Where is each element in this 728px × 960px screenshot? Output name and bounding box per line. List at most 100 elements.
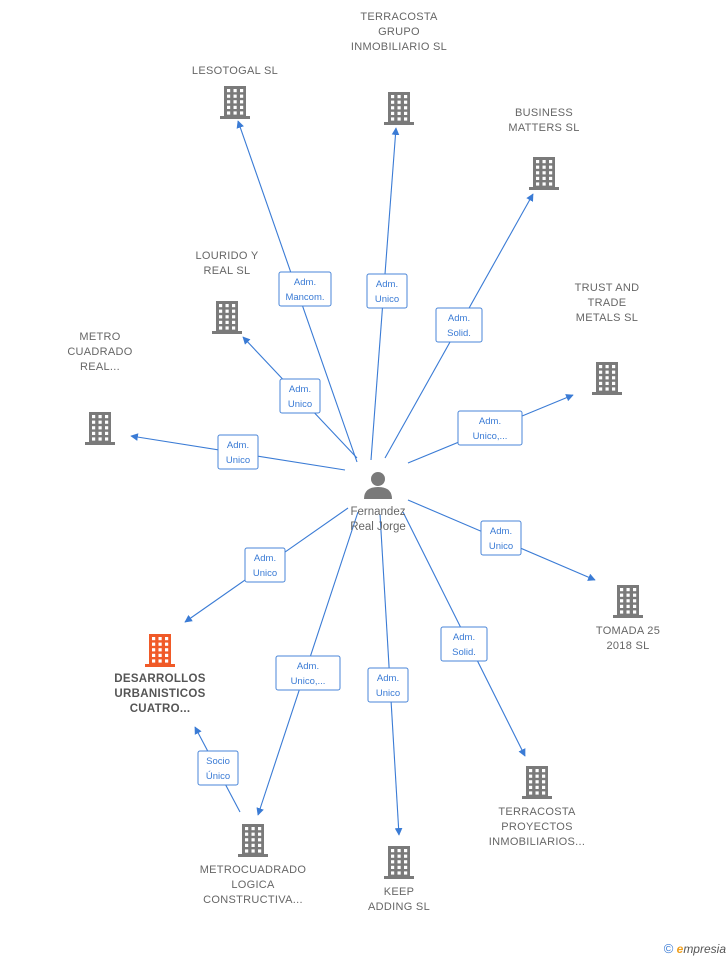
person-icon [364,472,392,499]
node-label: TERRACOSTAPROYECTOSINMOBILIARIOS... [489,806,585,848]
node-label-line: ADDING SL [368,901,430,913]
edge-label-text: Adm. [297,661,319,672]
edge-label-text: Solid. [447,328,471,339]
brand-name: mpresia [683,942,726,956]
node-label-line: METRO [79,331,120,343]
node-label-line: TERRACOSTA [360,11,438,23]
node-label-line: TERRACOSTA [498,806,576,818]
edge-label-text: Adm. [479,416,501,427]
node-lourido[interactable]: LOURIDO Y REAL SL [195,250,259,334]
edge-label-text: Adm. [377,673,399,684]
node-label: LOURIDO Y REAL SL [195,250,258,277]
edge-label-box [457,410,523,446]
edge-label-keep_adding[interactable]: Adm.Unico [367,667,409,703]
node-label-line: KEEP [384,886,415,898]
node-label-line: BUSINESS [515,107,573,119]
building-icon [220,86,250,119]
edge-label-box [217,434,259,470]
node-label-line: METALS SL [576,312,638,324]
node-label: KEEP ADDING SL [368,886,430,913]
node-metrocuadrado_logica[interactable]: METROCUADRADO LOGICA CONSTRUCTIVA... [200,824,307,906]
edge-label-text: Unico,... [473,431,508,442]
edge-label-text: Mancom. [285,292,324,303]
node-label-line: METROCUADRADO [200,864,307,876]
building-icon [613,585,643,618]
node-label: TOMADA 25 2018 SL [596,625,660,652]
building-icon [592,362,622,395]
node-label-line: INMOBILIARIO SL [351,41,447,53]
node-label-line: LOGICA [231,879,275,891]
edge-label-desarrollos[interactable]: Adm.Unico [244,547,286,583]
edge-label-text: Adm. [490,526,512,537]
edge-label-box [367,667,409,703]
edge-label-lesotogal[interactable]: Adm. Mancom. [278,271,332,307]
edge-label-box [480,520,522,556]
edge-label-text: Adm. [294,277,316,288]
nodes-layer: LESOTOGAL SL TERRACOSTAGRUPOINMOBILIARIO … [67,11,660,913]
building-icon [85,412,115,445]
node-label-line: REAL... [80,361,120,373]
node-label: METROCUADRADO LOGICA CONSTRUCTIVA... [200,864,307,906]
node-label-line: Fernandez [351,506,406,518]
edge-label-text: Unico [489,541,513,552]
edge-label-lourido[interactable]: Adm. Unico [279,378,321,414]
node-lesotogal[interactable]: LESOTOGAL SL [192,65,278,119]
edge-labels-layer: Adm.Mancom.Adm.UnicoAdm.Solid.Adm.UnicoA… [197,271,523,786]
edge-label-box [278,271,332,307]
empresia-watermark[interactable]: © empresia [664,941,726,956]
node-label-line: TRADE [588,297,627,309]
building-icon [529,157,559,190]
node-trust_trade[interactable]: TRUST AND TRADE METALS SL [575,282,640,395]
node-label: TRUST AND TRADE METALS SL [575,282,640,324]
node-terracosta_proyectos[interactable]: TERRACOSTAPROYECTOSINMOBILIARIOS... [489,766,585,848]
edge-label-terracosta_grupo[interactable]: Adm.Unico [366,273,408,309]
node-label-line: 2018 SL [606,640,649,652]
edge-label-box [197,750,239,786]
edge-label-metrocuadrado_logica[interactable]: Adm. Unico,... [275,655,341,691]
edge-label-text: Adm. [376,279,398,290]
node-label: LESOTOGAL SL [192,65,278,77]
edge-label-box [275,655,341,691]
building-icon [522,766,552,799]
edge-label-text: Unico [288,399,312,410]
edge-label-text: Solid. [452,647,476,658]
node-business_matters[interactable]: BUSINESS MATTERS SL [508,107,579,190]
node-metro_cuadrado[interactable]: METRO CUADRADO REAL... [67,331,133,445]
node-tomada[interactable]: TOMADA 25 2018 SL [596,585,660,652]
node-label-line: TOMADA 25 [596,625,660,637]
node-keep_adding[interactable]: KEEP ADDING SL [368,846,430,913]
edge-label-tomada[interactable]: Adm. Unico [480,520,522,556]
node-label-line: URBANISTICOS [114,688,205,700]
building-icon [145,634,175,667]
edge-label-trust_trade[interactable]: Adm. Unico,... [457,410,523,446]
edge-label-text: Adm. [227,440,249,451]
edge-label-terracosta_proyectos[interactable]: Adm. Solid. [440,626,488,662]
edge-label-text: Unico,... [291,676,326,687]
edge-label-box [366,273,408,309]
node-label-line: DESARROLLOS [114,673,205,685]
edge-label-metro_cuadrado[interactable]: Adm.Unico [217,434,259,470]
node-desarrollos[interactable]: DESARROLLOS URBANISTICOS CUATRO... [114,634,205,715]
node-label-line: MATTERS SL [508,122,579,134]
edge-label-box [435,307,483,343]
node-label-line: CUADRADO [67,346,132,358]
node-label-line: LESOTOGAL SL [192,65,278,77]
building-icon [384,92,414,125]
edge-label-text: Unico [253,568,277,579]
node-label-line: CUATRO... [130,703,191,715]
edge-label-text: Adm. [289,384,311,395]
node-label-line: PROYECTOS [501,821,573,833]
node-label: BUSINESS MATTERS SL [508,107,579,134]
node-label-line: CONSTRUCTIVA... [203,894,303,906]
edge-label-text: Adm. [453,632,475,643]
node-label-line: TRUST AND [575,282,640,294]
node-label-line: REAL SL [204,265,251,277]
node-label-line: LOURIDO Y [195,250,258,262]
edge-label-business_matters[interactable]: Adm.Solid. [435,307,483,343]
node-label: DESARROLLOS URBANISTICOS CUATRO... [114,673,205,715]
